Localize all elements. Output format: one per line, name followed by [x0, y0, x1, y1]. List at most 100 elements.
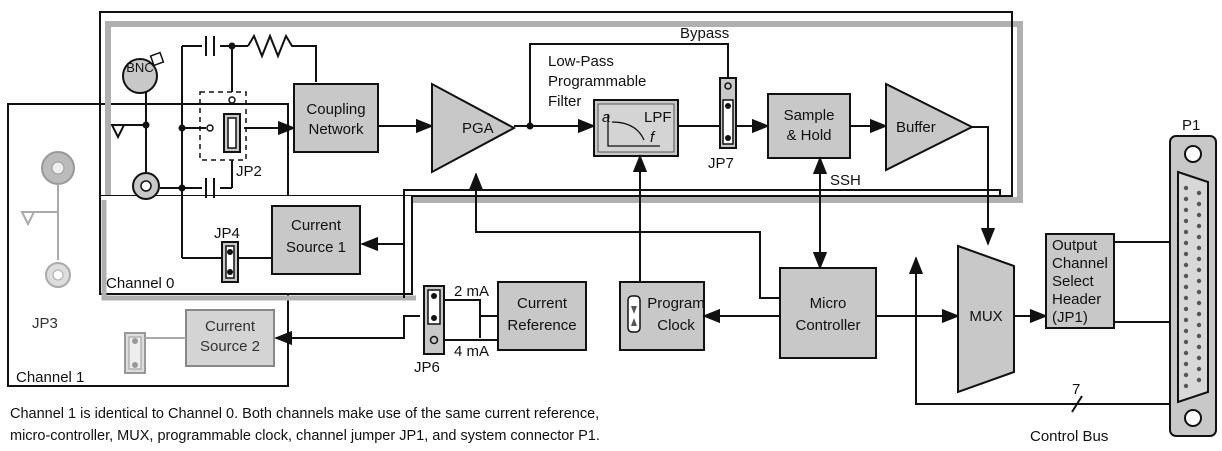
bnc-label: BNC [126, 60, 153, 75]
output-header-line1: Output [1052, 237, 1098, 254]
output-header-line3: Select [1052, 273, 1095, 290]
current-source-2-line1: Current [205, 318, 256, 335]
lpf-label: LPF [644, 109, 672, 126]
sample-hold-line2: & Hold [786, 127, 831, 144]
p1-pin [1196, 245, 1202, 251]
p1-pin [1196, 333, 1202, 339]
p1-pin [1183, 306, 1189, 312]
capacitors [205, 36, 215, 198]
jp2-label: JP2 [236, 163, 262, 180]
pga-control-wire [468, 172, 780, 299]
p1-pin [1196, 278, 1202, 284]
p1-pin [1183, 196, 1189, 202]
coupling-line1: Coupling [306, 101, 365, 118]
control-bus-wire [908, 256, 1170, 405]
lpf-axis-a: a [602, 109, 610, 126]
bnc-icon [122, 58, 158, 94]
coupling-network-block [293, 83, 379, 153]
output-header-line5: (JP1) [1052, 309, 1088, 326]
p1-pin [1183, 218, 1189, 224]
jp7-label: JP7 [708, 155, 734, 172]
p1-pin [1196, 377, 1202, 383]
p1-pin [1183, 185, 1189, 191]
pga-label: PGA [462, 120, 494, 137]
p1-pin [1196, 355, 1202, 361]
sample-hold-line1: Sample [784, 107, 835, 124]
p1-pin [1183, 295, 1189, 301]
p1-pin [1183, 383, 1189, 389]
jp2-jumper [199, 91, 247, 161]
control-bus-label: Control Bus [1030, 428, 1108, 445]
pga-amplifier [431, 82, 517, 174]
p1-pin [1196, 190, 1202, 196]
bnc-connector: BNC [122, 51, 165, 94]
jp7-jumper [719, 77, 737, 149]
p1-pin [1183, 317, 1189, 323]
p1-pin [1183, 240, 1189, 246]
jp6-2ma: 2 mA [454, 283, 489, 300]
p1-pin [1196, 311, 1202, 317]
p1-pin [1183, 339, 1189, 345]
p1-pin [1183, 284, 1189, 290]
p1-pin [1196, 234, 1202, 240]
p1-pin [1183, 328, 1189, 334]
program-clock-line1: Program [647, 295, 705, 312]
p1-pin [1196, 223, 1202, 229]
note-line2: micro-controller, MUX, programmable cloc… [10, 428, 600, 444]
coupling-line2: Network [308, 121, 364, 138]
bypass-label: Bypass [680, 25, 729, 42]
jp4-label: JP4 [214, 225, 240, 242]
channel0-label: Channel 0 [106, 275, 174, 292]
current-reference-line2: Reference [507, 317, 576, 334]
program-clock-line2: Clock [657, 317, 695, 334]
bus-width-label: 7 [1072, 381, 1080, 398]
ssh-label: SSH [830, 172, 861, 189]
jp4-jumper [221, 241, 239, 283]
p1-pin [1183, 251, 1189, 257]
p1-label: P1 [1182, 117, 1200, 134]
p1-pin [1183, 350, 1189, 356]
p1-pin [1183, 262, 1189, 268]
buffer-amplifier [885, 82, 975, 172]
output-header-line4: Header [1052, 291, 1101, 308]
p1-pin [1196, 201, 1202, 207]
p1-connector [1169, 135, 1217, 437]
p1-pin [1196, 300, 1202, 306]
current-source-1-block [271, 205, 361, 275]
p1-pin [1196, 366, 1202, 372]
p1-pin [1183, 207, 1189, 213]
hourglass-icon [627, 295, 641, 333]
note-line1: Channel 1 is identical to Channel 0. Bot… [10, 406, 599, 422]
p1-pin [1196, 322, 1202, 328]
output-header-block [1045, 233, 1115, 329]
bypass-wire [529, 43, 729, 126]
current-reference-line1: Current [517, 295, 568, 312]
ground-icon [110, 124, 126, 140]
jp3-label: JP3 [32, 315, 58, 332]
faded-ground-icon [20, 211, 36, 227]
micro-controller-block [779, 267, 877, 359]
p1-pin [1196, 212, 1202, 218]
output-header-line2: Channel [1052, 255, 1108, 272]
sample-hold-block [767, 93, 851, 159]
mux-block [957, 244, 1015, 394]
p1-pin [1183, 273, 1189, 279]
buffer-label: Buffer [896, 119, 936, 136]
p1-pin [1183, 229, 1189, 235]
p1-pin [1196, 289, 1202, 295]
current-reference-block [497, 281, 587, 351]
jp6-label: JP6 [414, 359, 440, 376]
p1-pin [1183, 361, 1189, 367]
filter-title-line2: Programmable [548, 73, 646, 90]
current-source-2-line2: Source 2 [200, 338, 260, 355]
p1-pin [1183, 372, 1189, 378]
filter-title-line1: Low-Pass [548, 53, 614, 70]
current-source-1-line1: Current [291, 217, 342, 234]
filter-title-line3: Filter [548, 93, 581, 110]
jp6-4ma: 4 mA [454, 343, 489, 360]
mux-label: MUX [969, 308, 1002, 325]
micro-controller-line1: Micro [810, 295, 847, 312]
p1-pin [1196, 267, 1202, 273]
